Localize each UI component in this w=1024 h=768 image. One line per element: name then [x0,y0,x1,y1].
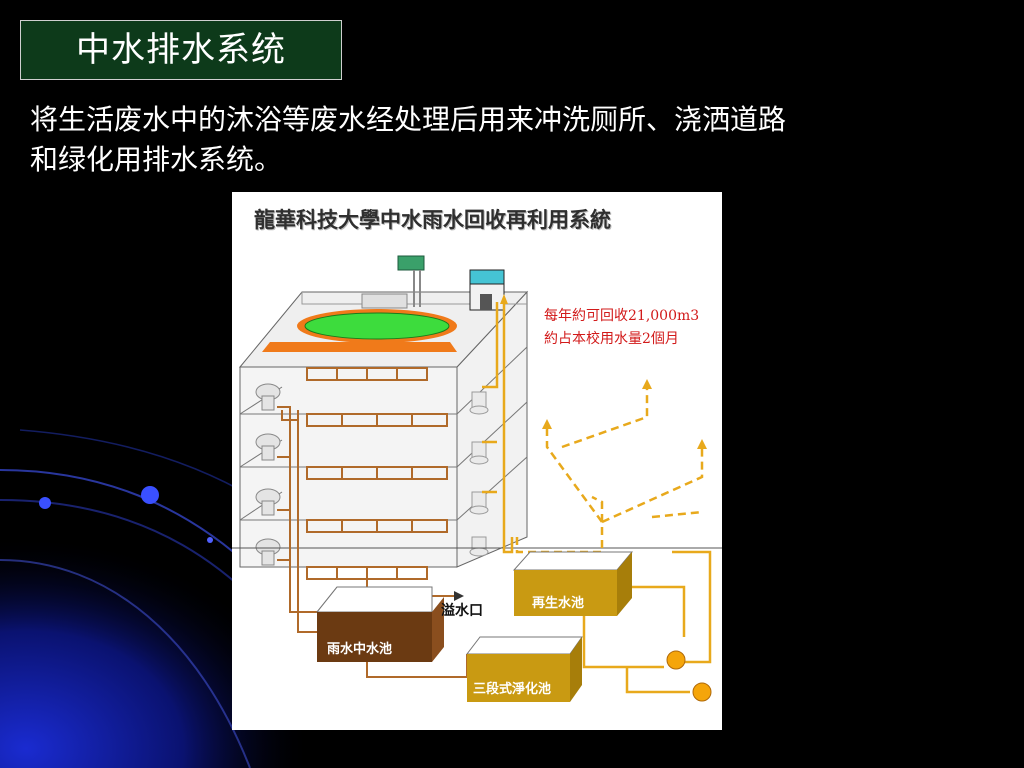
reclaimed-tank-label: 再生水池 [532,596,585,611]
description-line-2: 和绿化用排水系统。 [30,143,283,176]
rain-tank-label: 雨水中水池 [327,642,393,657]
slide-description: 将生活废水中的沐浴等废水经处理后用来冲洗厕所、浇洒道路 和绿化用排水系统。 [30,100,990,180]
recovery-note: 每年約可回收21,000m3 約占本校用水量2個月 [544,305,722,351]
description-line-1: 将生活废水中的沐浴等废水经处理后用来冲洗厕所、浇洒道路 [30,103,787,136]
water-system-diagram: 龍華科技大學中水雨水回收再利用系統 每年約可回收21,000m3 約占本校用水量… [232,192,722,730]
recovery-note-line-2: 約占本校用水量2個月 [544,331,679,347]
recovery-note-line-1: 每年約可回收21,000m3 [544,308,700,324]
overflow-outlet-label: 溢水口 [441,603,483,619]
purify-tank-label: 三段式淨化池 [473,682,552,697]
slide-title: 中水排水系统 [20,20,342,80]
diagram-title: 龍華科技大學中水雨水回收再利用系統 [254,208,611,232]
diagram-drawing [232,255,722,702]
